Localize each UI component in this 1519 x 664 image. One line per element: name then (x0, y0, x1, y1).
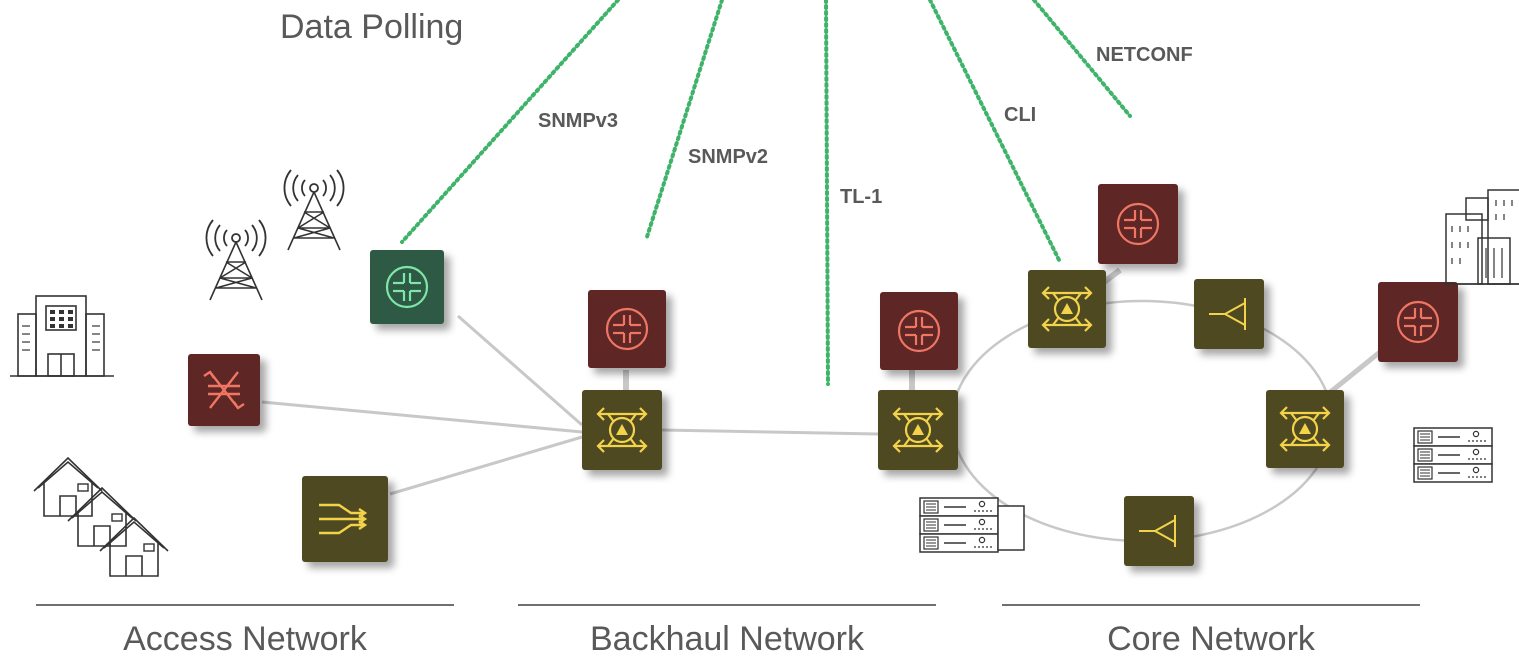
core-right-router[interactable] (1378, 282, 1458, 362)
diagram-title: Data Polling (280, 8, 464, 46)
backhaul-section-divider (518, 604, 936, 606)
cross-connect-device[interactable] (188, 354, 260, 426)
link-core-top-router (1102, 267, 1122, 285)
cli-poll-line (928, 0, 1062, 264)
core-top-router[interactable] (1098, 184, 1178, 264)
protocol-label-tl1: TL-1 (840, 186, 883, 208)
link-core-right-router (1326, 350, 1382, 396)
protocol-label-snmpv3: SNMPv3 (538, 110, 619, 132)
cross-connect-icon (203, 370, 245, 410)
cell-tower-icon (283, 169, 345, 251)
city-buildings-icon (1444, 189, 1519, 285)
protocol-label-cli: CLI (1004, 104, 1037, 126)
snmpv2-poll-line (644, 0, 724, 242)
section-label-access: Access Network (123, 620, 367, 658)
link-mux-to-backhaul (389, 435, 583, 496)
house-icon (67, 487, 137, 547)
office-building-icon (10, 295, 114, 377)
multiplexer-device[interactable] (302, 476, 388, 562)
section-label-core: Core Network (1107, 620, 1315, 658)
cell-tower-icon (205, 219, 267, 301)
core-section-divider (1002, 604, 1420, 606)
access-section-divider (36, 604, 454, 606)
server-rack-icon (1413, 427, 1493, 483)
link-access-router-to-backhaul (457, 314, 583, 427)
multiplexer-icon (319, 503, 368, 535)
link-crossconnect-to-backhaul (261, 400, 583, 434)
core-edge-router[interactable] (880, 292, 958, 370)
section-label-backhaul: Backhaul Network (589, 620, 864, 658)
core-top-switch[interactable] (1028, 270, 1106, 348)
core-right-switch[interactable] (1266, 390, 1344, 468)
access-router-green[interactable] (370, 250, 444, 324)
snmpv3-poll-line (400, 0, 620, 244)
link-backhaul-to-core (661, 428, 879, 436)
house-icon (33, 457, 103, 517)
protocol-label-netconf: NETCONF (1096, 44, 1193, 66)
core-amplifier-bottom[interactable] (1124, 496, 1194, 566)
core-amplifier-top[interactable] (1194, 279, 1264, 349)
core-edge-switch[interactable] (878, 390, 958, 470)
polling-lines (400, 0, 1132, 386)
backhaul-switch[interactable] (582, 390, 662, 470)
tl1-poll-line (824, 0, 830, 386)
server-rack-icon (919, 497, 1025, 553)
netconf-poll-line (1032, 0, 1132, 118)
backhaul-router[interactable] (588, 290, 666, 368)
protocol-label-snmpv2: SNMPv2 (688, 146, 769, 168)
